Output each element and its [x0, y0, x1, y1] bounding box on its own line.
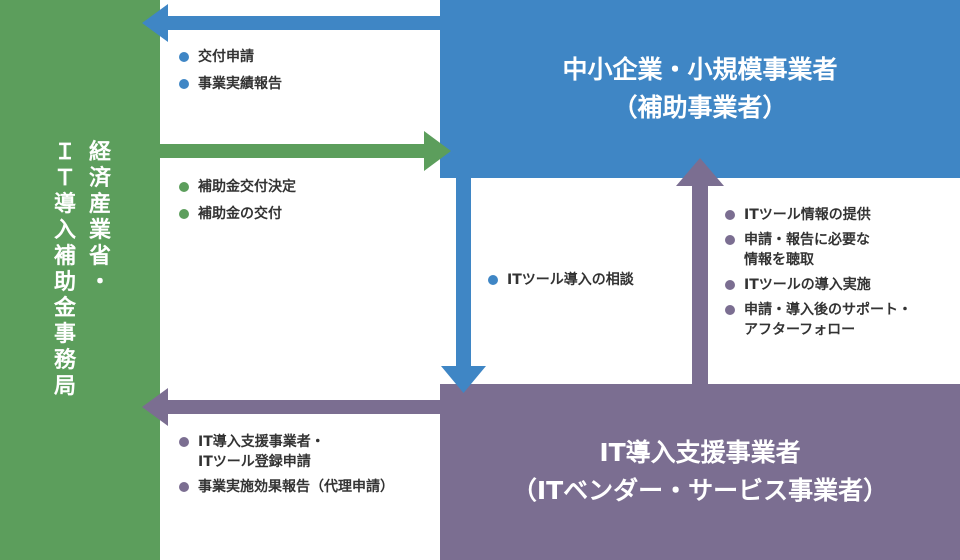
ministry-char: 入: [53, 218, 76, 243]
ministry-char: 導: [53, 192, 76, 217]
list-vendor-to-sme: ITツール情報の提供 申請・報告に必要な情報を聴取 ITツールの導入実施 申請・…: [722, 205, 912, 345]
list-ministry-to-sme: 補助金交付決定 補助金の交付: [176, 177, 296, 231]
list-item: ITツール導入の相談: [485, 270, 634, 290]
ministry-char: 経: [88, 140, 111, 165]
list-item: 事業実施効果報告（代理申請）: [176, 477, 394, 497]
ministry-char: 局: [53, 374, 76, 399]
arrow-sme-to-vendor: [441, 178, 486, 393]
vendor-subtitle: （ITベンダー・サービス事業者）: [511, 476, 889, 505]
ministry-char: 務: [53, 348, 76, 373]
bullet-dot: [725, 280, 735, 290]
vendor-box: IT導入支援事業者 （ITベンダー・サービス事業者）: [440, 384, 960, 560]
bullet-dot: [179, 182, 189, 192]
bullet-dot: [179, 52, 189, 62]
ministry-char: 業: [88, 218, 111, 243]
bullet-dot: [179, 79, 189, 89]
bullet-dot: [725, 305, 735, 315]
bullet-dot: [179, 209, 189, 219]
ministry-char: 事: [53, 322, 76, 347]
list-item: ITツール情報の提供: [722, 205, 912, 225]
list-item: 交付申請: [176, 47, 282, 67]
list-item: 事業実績報告: [176, 74, 282, 94]
sme-subtitle: （補助事業者）: [612, 93, 788, 122]
list-item: ITツールの導入実施: [722, 275, 912, 295]
sme-box: 中小企業・小規模事業者 （補助事業者）: [440, 0, 960, 178]
list-item: IT導入支援事業者・ITツール登録申請: [176, 432, 394, 472]
arrow-vendor-to-ministry: [142, 388, 440, 426]
bullet-dot: [725, 210, 735, 220]
bullet-dot: [179, 482, 189, 492]
ministry-box: 経 済 産 業 省 ・ Ｉ Ｔ 導 入 補 助 金 事 務 局: [0, 0, 160, 560]
ministry-char: ・: [88, 270, 111, 295]
list-item: 申請・導入後のサポート・アフターフォロー: [722, 300, 912, 340]
bullet-dot: [179, 437, 189, 447]
ministry-label-line2: Ｉ Ｔ 導 入 補 助 金 事 務 局: [50, 140, 80, 400]
ministry-char: 産: [88, 192, 111, 217]
arrow-vendor-to-sme: [676, 158, 724, 384]
ministry-char: 済: [88, 166, 111, 191]
list-item: 補助金の交付: [176, 204, 296, 224]
sme-title: 中小企業・小規模事業者: [562, 55, 838, 84]
vendor-title: IT導入支援事業者: [599, 438, 801, 467]
arrow-sme-to-ministry: [142, 4, 440, 42]
bullet-dot: [488, 275, 498, 285]
ministry-char: Ｔ: [53, 166, 76, 191]
ministry-char: 補: [53, 244, 76, 269]
list-sme-to-ministry: 交付申請 事業実績報告: [176, 47, 282, 101]
ministry-char: Ｉ: [53, 140, 76, 165]
ministry-char: 省: [88, 244, 111, 269]
arrow-ministry-to-sme: [160, 131, 451, 171]
list-vendor-to-ministry: IT導入支援事業者・ITツール登録申請 事業実施効果報告（代理申請）: [176, 432, 394, 502]
list-item: 申請・報告に必要な情報を聴取: [722, 230, 912, 270]
bullet-dot: [725, 235, 735, 245]
ministry-label-line1: 経 済 産 業 省 ・: [85, 140, 115, 296]
ministry-char: 助: [53, 270, 76, 295]
list-sme-to-vendor: ITツール導入の相談: [485, 270, 634, 297]
list-item: 補助金交付決定: [176, 177, 296, 197]
ministry-char: 金: [53, 296, 76, 321]
